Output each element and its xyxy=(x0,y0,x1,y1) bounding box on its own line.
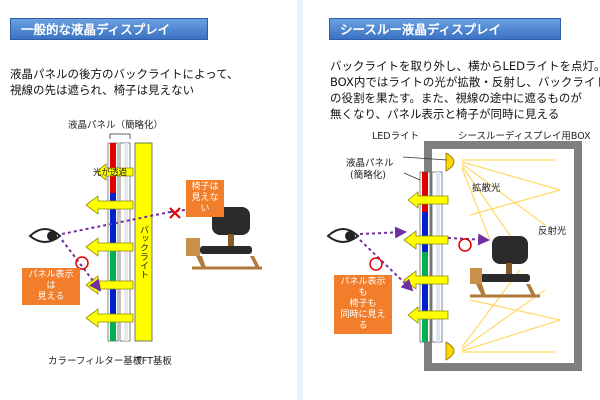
left-eye-icon xyxy=(28,228,62,243)
left-backlight xyxy=(134,142,153,342)
right-light-arrows xyxy=(403,191,449,324)
left-chair-note: 椅子は 見えない xyxy=(186,180,224,217)
left-panel-note: パネル表示は 見える xyxy=(22,268,80,305)
right-visible-circle-chair-icon xyxy=(458,238,472,252)
right-eye-icon xyxy=(326,228,360,243)
right-note-line1: パネル表示も xyxy=(340,277,386,298)
left-panel-note-line1: パネル表示は xyxy=(28,270,74,291)
reflect-label: 反射光 xyxy=(538,226,567,237)
left-title: 一般的な液晶ディスプレイ xyxy=(10,18,208,40)
left-light-transmit-label: 光が透過 xyxy=(93,168,128,178)
right-desc-line3: の役割を果たす。また、視線の途中に遮るものが xyxy=(330,91,582,105)
left-panel-note-line2: 見える xyxy=(37,292,65,302)
left-blocked-mark-icon xyxy=(169,207,181,219)
box-label: シースルーディスプレイ用BOX xyxy=(458,131,591,142)
left-backlight-label: バックライト xyxy=(138,225,148,279)
led-light-bottom-icon xyxy=(445,341,455,361)
right-chair-icon xyxy=(470,236,540,298)
right-note-line3: 同時に見える xyxy=(340,310,386,331)
left-desc-line2: 視線の先は遮られ、椅子は見えない xyxy=(10,83,195,97)
led-light-top-icon xyxy=(445,152,455,172)
diffuse-light-rays xyxy=(461,159,561,353)
left-desc-line1: 液晶パネルの後方のバックライトによって、 xyxy=(10,67,239,81)
left-visible-circle-icon xyxy=(75,256,89,270)
right-desc-line1: バックライトを取り外し、横からLEDライトを点灯。 xyxy=(330,59,600,73)
left-panel-label: 液晶パネル（簡略化） xyxy=(68,120,164,131)
right-note: パネル表示も 椅子も 同時に見える xyxy=(334,275,392,334)
right-title: シースルー液晶ディスプレイ xyxy=(329,18,561,40)
right-visible-circle-panel-icon xyxy=(369,257,383,271)
led-label: LEDライト xyxy=(372,131,420,142)
color-filter-label: カラーフィルター基板 xyxy=(48,356,143,367)
right-desc-line4: 無くなり、パネル表示と椅子が同時に見える xyxy=(330,107,560,121)
right-leader-lines xyxy=(402,156,448,181)
right-lcd-panel xyxy=(419,171,443,343)
left-chair-icon xyxy=(186,207,262,270)
right-panel-label-line1: 液晶パネル xyxy=(346,158,394,169)
left-chair-note-line1: 椅子は xyxy=(191,182,219,192)
right-desc-line2: BOX内ではライトの光が拡散・反射し、バックライト xyxy=(330,75,600,89)
tft-label: TFT基板 xyxy=(136,356,172,367)
right-panel-label-line2: (簡略化) xyxy=(350,170,386,181)
diffuse-label: 拡散光 xyxy=(472,183,501,194)
right-note-line2: 椅子も xyxy=(349,299,377,309)
left-chair-note-line2: 見えない xyxy=(191,193,219,214)
